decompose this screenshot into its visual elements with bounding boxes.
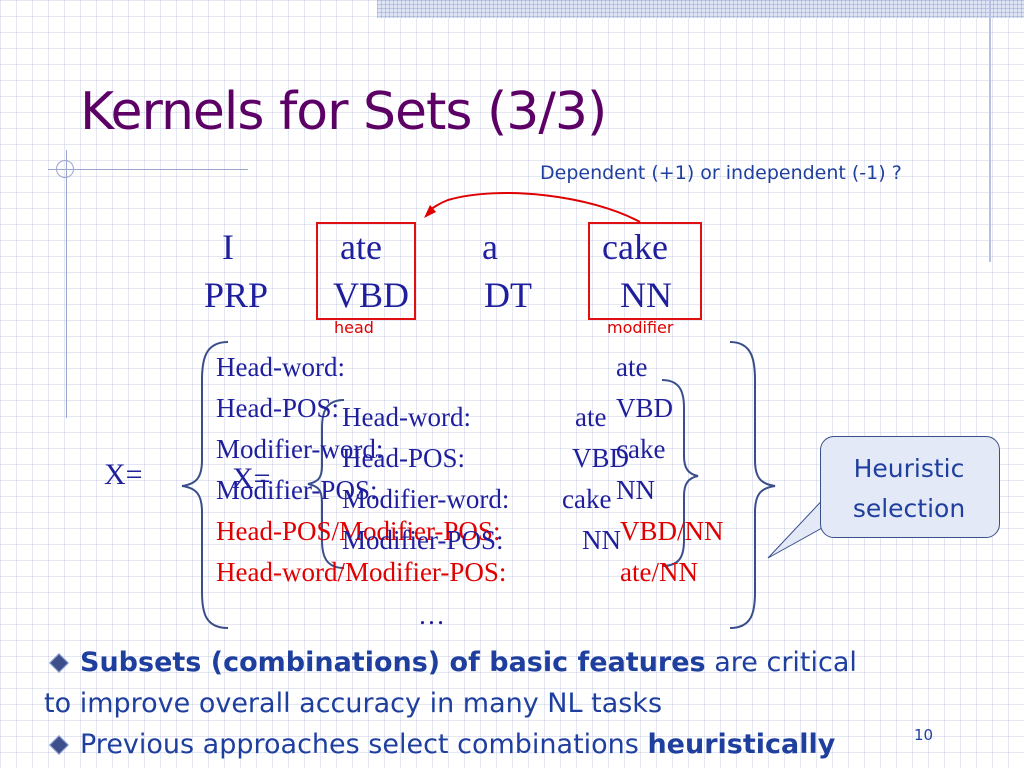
modifier-label: modifier	[607, 318, 674, 337]
bullet-1-line-1: Subsets (combinations) of basic features…	[80, 647, 857, 678]
bullet-1-rest: are critical	[714, 647, 857, 678]
pos-prp: PRP	[204, 275, 269, 315]
word-i: I	[222, 227, 234, 267]
inner-feature-value: ate	[575, 402, 607, 432]
outer-feature-value: cake	[616, 434, 666, 464]
bullet-2: Previous approaches select combinations …	[80, 729, 835, 760]
rule-circle	[56, 160, 74, 178]
title-rule	[48, 169, 248, 170]
outer-combined-feature-value: ate/NN	[620, 557, 698, 587]
bullet-2-text: Previous approaches select combinations	[80, 729, 639, 760]
inner-feature-value: VBD	[572, 443, 630, 473]
outer-feature-name: Modifier-word:	[216, 434, 384, 464]
outer-combined-feature-name: Head-POS/Modifier-POS:	[216, 516, 501, 546]
head-box	[316, 222, 416, 320]
outer-feature-value: ate	[616, 352, 648, 382]
right-rule	[989, 0, 991, 262]
bullet-2-bold: heuristically	[647, 729, 836, 760]
header-band	[377, 0, 1024, 18]
heuristic-callout	[820, 436, 1000, 538]
inner-x-label: X=	[232, 462, 271, 495]
inner-feature-value: cake	[562, 484, 612, 514]
inner-feature-name: Modifier-POS:	[342, 525, 504, 555]
inner-feature-name: Modifier-word:	[342, 484, 510, 514]
bullet-1-bold: Subsets (combinations) of basic features	[80, 647, 706, 678]
slide-title: Kernels for Sets (3/3)	[80, 82, 607, 142]
outer-ellipsis: …	[418, 600, 445, 630]
bullet-1-line-2: to improve overall accuracy in many NL t…	[44, 688, 663, 719]
inner-feature-name: Head-POS:	[342, 443, 465, 473]
modifier-box	[588, 222, 702, 320]
pos-nn: NN	[620, 275, 672, 315]
pos-vbd: VBD	[333, 275, 410, 315]
word-ate: ate	[340, 227, 382, 267]
outer-feature-name: Head-word:	[216, 352, 345, 382]
pos-dt: DT	[484, 275, 532, 315]
inner-feature-value: NN	[582, 525, 621, 555]
page-number: 10	[914, 726, 934, 744]
word-a: a	[482, 227, 498, 267]
outer-combined-feature-name: Head-word/Modifier-POS:	[216, 557, 507, 587]
outer-feature-name: Modifier-POS:	[216, 475, 378, 505]
dependency-question: Dependent (+1) or independent (-1) ?	[540, 162, 902, 184]
word-cake: cake	[602, 227, 668, 267]
outer-feature-name: Head-POS:	[216, 393, 339, 423]
outer-combined-feature-value: VBD/NN	[620, 516, 724, 546]
outer-feature-value: VBD	[616, 393, 674, 423]
outer-feature-value: NN	[616, 475, 655, 505]
left-rule	[66, 150, 67, 418]
head-label: head	[334, 318, 374, 337]
outer-x-label: X=	[104, 458, 143, 491]
inner-feature-name: Head-word:	[342, 402, 471, 432]
callout-text: Heuristic selection	[852, 454, 966, 523]
